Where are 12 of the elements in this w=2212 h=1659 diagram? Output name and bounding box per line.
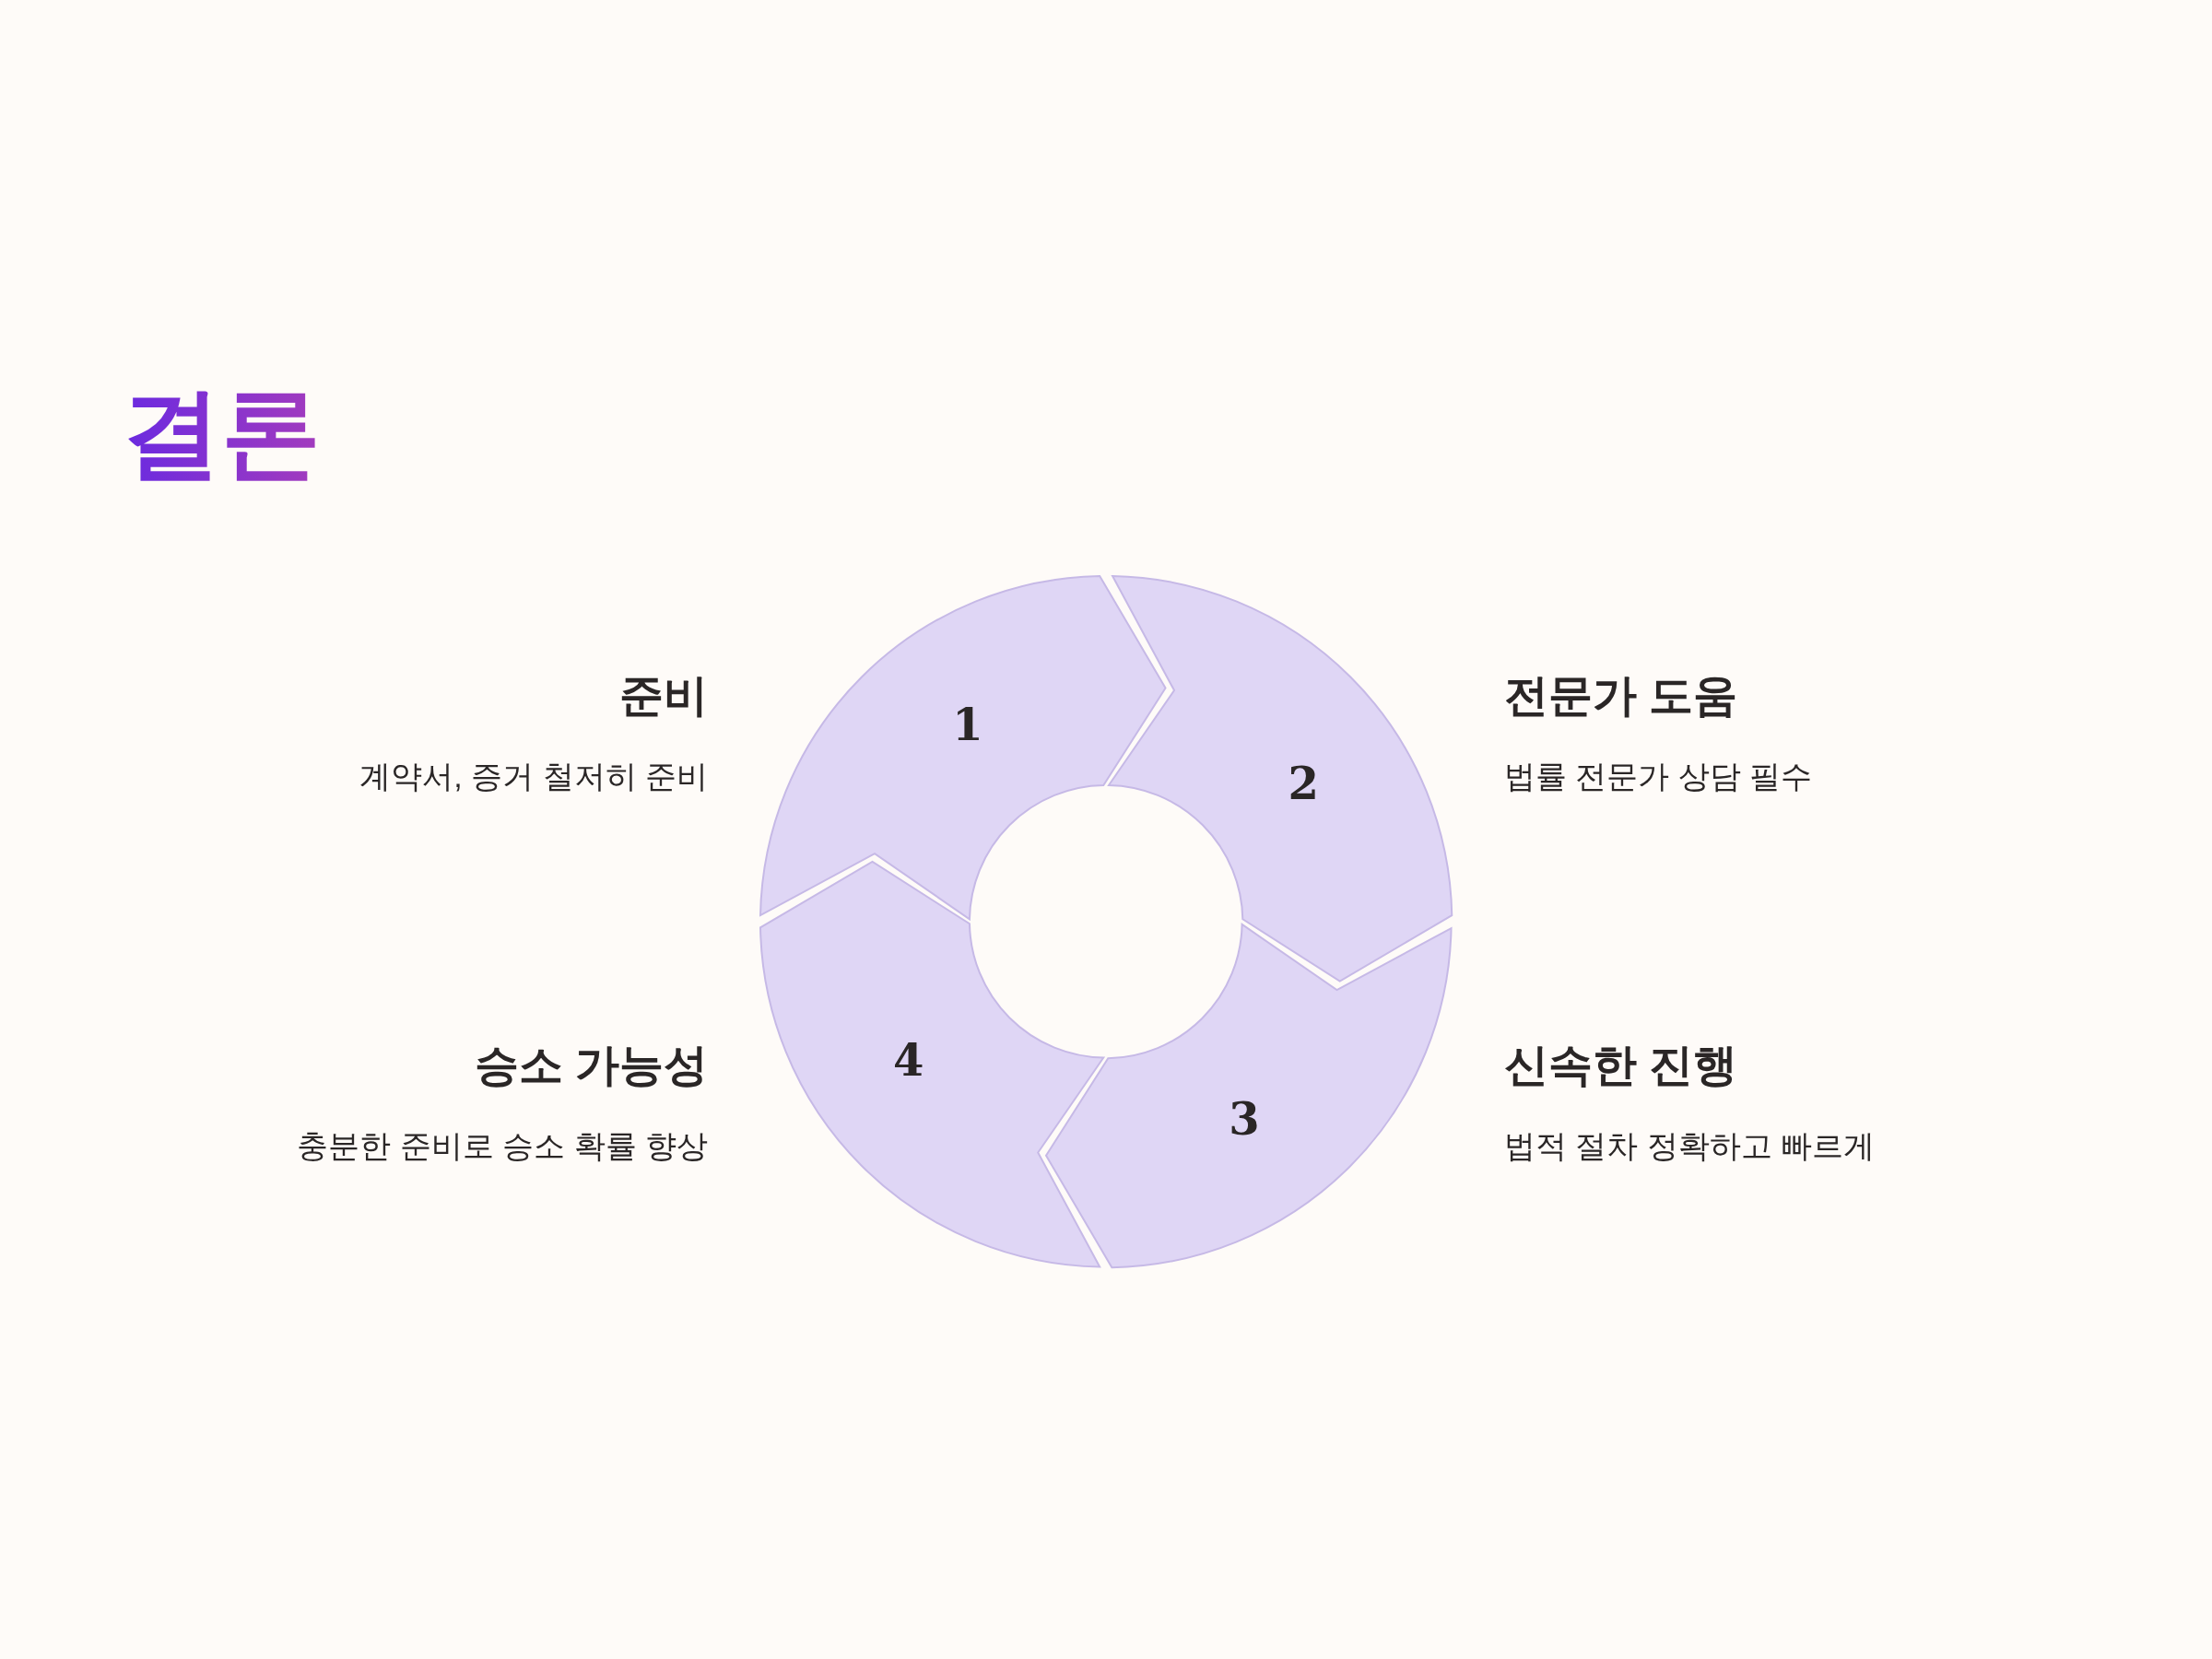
step-number: 4 <box>893 1037 924 1082</box>
step-number: 3 <box>1229 1097 1260 1142</box>
step-description: 법적 절차 정확하고 빠르게 <box>1504 1127 1876 1165</box>
step-description: 법률 전문가 상담 필수 <box>1504 758 1813 795</box>
step-description: 계약서, 증거 철저히 준비 <box>359 758 708 795</box>
step-number: 1 <box>952 701 983 747</box>
step-heading: 전문가 도움 <box>1504 670 1738 722</box>
step-heading: 준비 <box>619 670 708 722</box>
step-description: 충분한 준비로 승소 확률 향상 <box>297 1127 708 1165</box>
step-heading: 승소 가능성 <box>474 1040 708 1091</box>
step-heading: 신속한 진행 <box>1504 1040 1738 1091</box>
step-number: 2 <box>1288 761 1319 806</box>
